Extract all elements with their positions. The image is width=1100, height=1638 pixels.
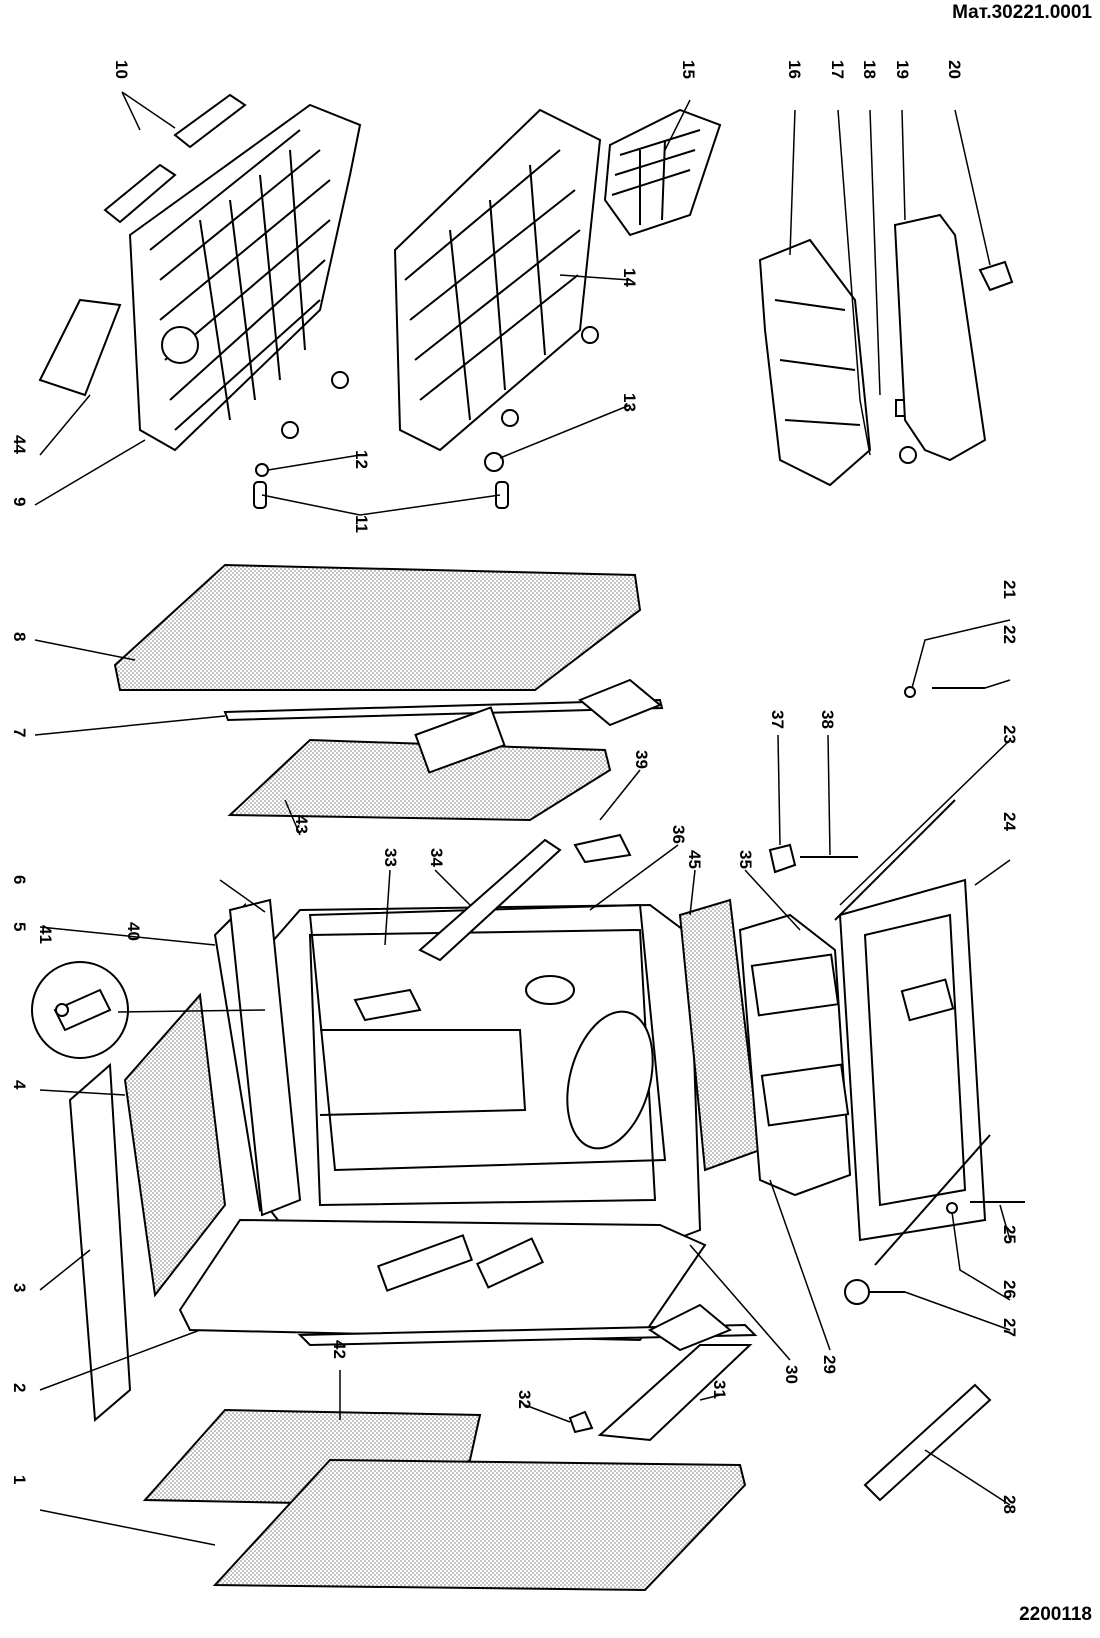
callout-28: 28 xyxy=(1000,1495,1019,1514)
callout-31: 31 xyxy=(710,1380,729,1399)
panel-knob xyxy=(899,446,917,464)
callout-36: 36 xyxy=(669,825,688,844)
drawing-reference: 2200118 xyxy=(1019,1604,1092,1625)
lower-rack-wheel xyxy=(484,452,504,472)
callout-29: 29 xyxy=(820,1355,839,1374)
bottom-rail xyxy=(297,1323,758,1347)
callout-8: 8 xyxy=(10,632,29,641)
callout-38: 38 xyxy=(818,710,837,729)
base-rail xyxy=(597,1344,753,1442)
callout-5: 5 xyxy=(10,922,29,931)
callout-24: 24 xyxy=(1000,812,1019,831)
base-panel xyxy=(212,1458,747,1592)
control-panel-fascia xyxy=(758,238,872,487)
callout-41: 41 xyxy=(36,925,55,944)
spray-arm xyxy=(418,838,562,962)
kick-plate xyxy=(863,1383,992,1502)
callout-14: 14 xyxy=(620,268,639,287)
callout-27: 27 xyxy=(1000,1318,1019,1337)
rear-panel-top xyxy=(227,738,612,822)
door-gasket xyxy=(308,903,667,1172)
callout-30: 30 xyxy=(782,1365,801,1384)
callout-44: 44 xyxy=(10,435,29,454)
upper-rack xyxy=(128,103,362,452)
callout-23: 23 xyxy=(1000,725,1019,744)
callout-18: 18 xyxy=(860,60,879,79)
base-clip xyxy=(568,1410,594,1434)
hinge-arm-top xyxy=(578,678,662,727)
control-board xyxy=(893,213,987,462)
callout-1: 1 xyxy=(10,1475,29,1484)
electronics-box xyxy=(738,913,852,1197)
callout-34: 34 xyxy=(427,848,446,867)
callout-12: 12 xyxy=(352,450,371,469)
callout-21: 21 xyxy=(1000,580,1019,599)
tub-assembly xyxy=(178,903,707,1342)
callout-37: 37 xyxy=(768,710,787,729)
side-panel-left xyxy=(68,1062,132,1423)
filter-mount xyxy=(353,988,422,1022)
upper-spray-arm xyxy=(38,298,122,397)
callout-11: 11 xyxy=(352,515,371,533)
door-latch xyxy=(768,843,797,874)
rack-clip-right xyxy=(173,93,247,149)
rack-clip-left xyxy=(103,163,177,224)
callout-25: 25 xyxy=(1000,1225,1019,1244)
hinge-plate-top xyxy=(414,706,506,774)
callout-9: 9 xyxy=(10,497,29,506)
spray-holder xyxy=(573,833,632,864)
callout-40: 40 xyxy=(124,922,143,941)
callout-4: 4 xyxy=(10,1080,29,1090)
callout-2: 2 xyxy=(10,1383,29,1392)
callout-35: 35 xyxy=(736,850,755,869)
callout-22: 22 xyxy=(1000,625,1019,644)
callout-7: 7 xyxy=(10,728,29,737)
callout-10: 10 xyxy=(112,60,131,79)
callout-13: 13 xyxy=(620,393,639,412)
callout-17: 17 xyxy=(828,60,847,79)
callout-16: 16 xyxy=(785,60,804,79)
door-strip-bottom xyxy=(874,1134,991,1266)
inner-door xyxy=(838,878,987,1242)
callout-39: 39 xyxy=(632,750,651,769)
side-insulation xyxy=(123,992,227,1298)
top-strip xyxy=(223,698,664,722)
callout-26: 26 xyxy=(1000,1280,1019,1299)
side-panel-top xyxy=(113,563,642,691)
rack-wheel xyxy=(255,463,269,477)
hinge-arm-bottom xyxy=(648,1303,732,1352)
rack-stop-left xyxy=(253,481,267,509)
leader-lines xyxy=(34,91,1011,1546)
cutlery-basket xyxy=(603,108,722,237)
callout-20: 20 xyxy=(945,60,964,79)
callout-43: 43 xyxy=(292,815,311,834)
side-frame xyxy=(228,898,302,1217)
callout-6: 6 xyxy=(10,875,29,884)
callout-45: 45 xyxy=(685,850,704,869)
model-reference: Мат.30221.0001 xyxy=(952,2,1092,23)
lower-rack xyxy=(393,108,602,452)
callout-32: 32 xyxy=(515,1390,534,1409)
callout-15: 15 xyxy=(679,60,698,79)
door-switch xyxy=(978,260,1014,292)
callout-42: 42 xyxy=(330,1340,349,1359)
callout-numbers: 1 2 3 4 5 6 7 8 9 10 11 12 13 14 15 16 1… xyxy=(10,60,1019,1514)
callout-33: 33 xyxy=(381,848,400,867)
callout-3: 3 xyxy=(10,1283,29,1292)
callout-19: 19 xyxy=(893,60,912,79)
door-strip-top xyxy=(834,799,956,921)
